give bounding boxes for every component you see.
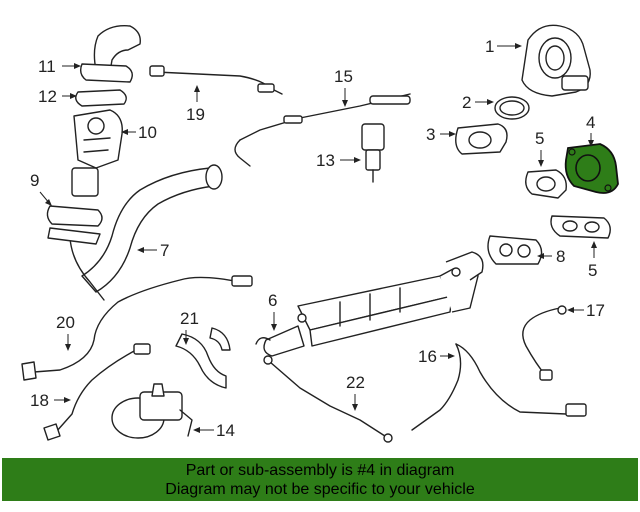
part-19-sensor-wire[interactable] [43,343,151,441]
part-13-gasket[interactable] [75,89,127,107]
part-17-sensor-wire[interactable] [411,343,587,431]
part-1-valve-body[interactable] [521,24,591,97]
callout-12: 11 [38,57,56,76]
part-2-o-ring[interactable] [494,96,530,120]
part-6-egr-cooler[interactable] [255,251,484,357]
callout-19: 18 [30,391,49,410]
part-22-rod[interactable] [263,355,393,443]
part-18-clip[interactable] [522,305,567,381]
part-7-flange-gasket[interactable] [487,235,543,265]
callout-17: 16 [418,347,437,366]
info-banner: Part or sub-assembly is #4 in diagram Di… [2,458,638,501]
part-11-egr-valve[interactable] [71,109,123,197]
part-15-actuator[interactable] [111,383,193,439]
callout-1: 1 [485,37,494,56]
callout-16: 15 [334,67,353,86]
part-21-sensor-wire[interactable] [21,275,253,381]
callout-5-lower: 5 [588,261,597,280]
part-8-hose[interactable] [175,327,231,389]
callout-7: 8 [556,247,565,266]
part-4-highlighted[interactable] [564,143,619,194]
callout-21: 20 [56,313,75,332]
part-14-sensor[interactable] [361,123,385,183]
callout-8: 21 [180,309,199,328]
part-3-gasket[interactable] [455,123,508,155]
callout-14: 13 [316,151,335,170]
part-12-elbow[interactable] [79,25,141,83]
callout-20: 19 [186,105,205,124]
banner-line-2: Diagram may not be specific to your vehi… [165,481,475,498]
part-5-gasket-upper[interactable] [525,169,567,199]
callout-10: 9 [30,171,39,190]
callout-18: 17 [586,301,605,320]
callout-5-upper: 5 [535,129,544,148]
callout-13: 12 [38,87,57,106]
callout-15: 14 [216,421,235,440]
part-20-sensor[interactable] [149,65,283,95]
callout-4: 4 [586,113,595,132]
callout-2: 2 [462,93,471,112]
banner-line-1: Part or sub-assembly is #4 in diagram [185,462,455,479]
callout-11: 10 [138,123,157,142]
callout-9: 7 [160,241,169,260]
callout-6: 6 [268,291,277,310]
part-16-sensor-wire[interactable] [234,93,411,167]
parts-diagram: 1 2 3 4 5 5 8 [21,24,619,443]
part-10-gasket[interactable] [46,205,103,245]
part-5-gasket-lower[interactable] [550,215,611,239]
callout-22: 22 [346,373,365,392]
callout-3: 3 [426,125,435,144]
part-9-egr-tube[interactable] [69,164,223,301]
